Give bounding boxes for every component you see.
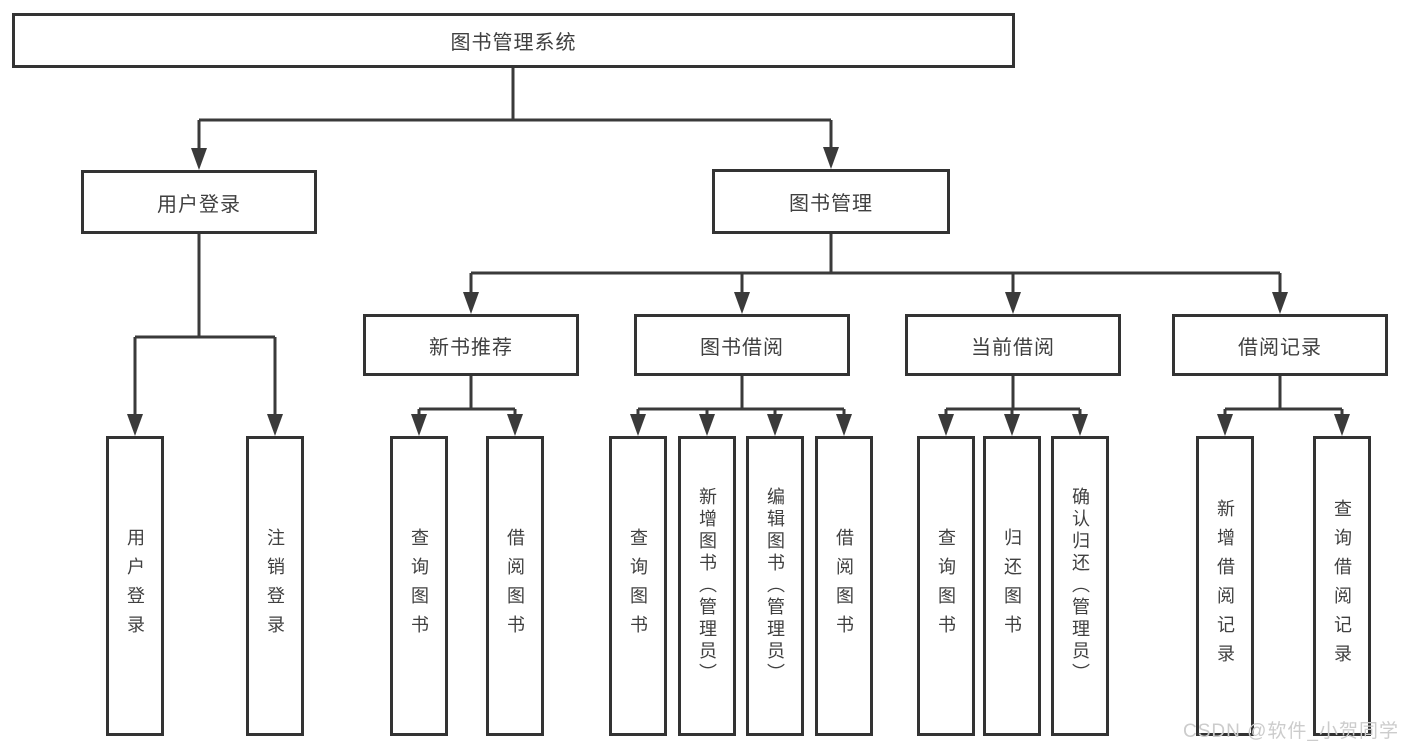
node-label: 新增图书（管理员） [697, 487, 717, 685]
leaf-add-book-admin: 新增图书（管理员） [678, 436, 736, 736]
node-current-borrow: 当前借阅 [905, 314, 1121, 376]
leaf-query-books: 查询图书 [917, 436, 975, 736]
leaf-borrow-books: 借阅图书 [815, 436, 873, 736]
arrowhead-icon [1004, 414, 1020, 436]
node-new-book-recommend: 新书推荐 [363, 314, 579, 376]
csdn-watermark: CSDN @软件_小贺同学 [1183, 721, 1399, 742]
node-label: 查询图书 [628, 528, 648, 644]
node-label: 用户登录 [157, 193, 241, 216]
node-label: 图书借阅 [700, 336, 784, 359]
arrowhead-icon [938, 414, 954, 436]
leaf-borrow-books: 借阅图书 [486, 436, 544, 736]
node-label: 查询借阅记录 [1332, 499, 1352, 673]
node-label: 查询图书 [409, 528, 429, 644]
arrowhead-icon [836, 414, 852, 436]
node-label: 编辑图书（管理员） [765, 487, 785, 685]
node-label: 查询图书 [936, 528, 956, 644]
node-label: 新增借阅记录 [1215, 499, 1235, 673]
node-label: 用户登录 [125, 528, 145, 644]
arrowhead-icon [630, 414, 646, 436]
node-label: 借阅记录 [1238, 336, 1322, 359]
leaf-logout: 注销登录 [246, 436, 304, 736]
node-borrow-records: 借阅记录 [1172, 314, 1388, 376]
arrowhead-icon [127, 414, 143, 436]
arrowhead-icon [1272, 292, 1288, 314]
connector-shafts [133, 68, 1344, 418]
arrowhead-icon [734, 292, 750, 314]
node-label: 借阅图书 [505, 528, 525, 644]
node-label: 确认归还（管理员） [1070, 487, 1090, 685]
arrowhead-icon [507, 414, 523, 436]
node-label: 新书推荐 [429, 336, 513, 359]
arrowhead-icon [463, 292, 479, 314]
node-book-borrow: 图书借阅 [634, 314, 850, 376]
node-label: 图书管理 [789, 193, 873, 215]
node-label: 当前借阅 [971, 336, 1055, 359]
node-book-management: 图书管理 [712, 169, 950, 234]
arrowhead-icon [1072, 414, 1088, 436]
leaf-query-books: 查询图书 [609, 436, 667, 736]
arrowhead-icon [1217, 414, 1233, 436]
node-label: 注销登录 [265, 528, 285, 644]
node-library-management-system: 图书管理系统 [12, 13, 1015, 68]
leaf-edit-book-admin: 编辑图书（管理员） [746, 436, 804, 736]
node-label: 图书管理系统 [450, 32, 577, 54]
leaf-add-borrow-record: 新增借阅记录 [1196, 436, 1254, 736]
leaf-return-book: 归还图书 [983, 436, 1041, 736]
leaf-query-books: 查询图书 [390, 436, 448, 736]
arrowhead-icon [823, 147, 839, 169]
node-label: 借阅图书 [834, 528, 854, 644]
arrowhead-icon [267, 414, 283, 436]
arrowhead-icon [411, 414, 427, 436]
arrowhead-icon [767, 414, 783, 436]
node-user-login: 用户登录 [81, 170, 317, 234]
node-label: 归还图书 [1002, 528, 1022, 644]
arrowhead-icon [191, 148, 207, 170]
leaf-confirm-return-admin: 确认归还（管理员） [1051, 436, 1109, 736]
arrowhead-icon [1334, 414, 1350, 436]
arrowhead-icon [1005, 292, 1021, 314]
leaf-query-borrow-record: 查询借阅记录 [1313, 436, 1371, 736]
arrowhead-icon [699, 414, 715, 436]
leaf-user-login: 用户登录 [106, 436, 164, 736]
